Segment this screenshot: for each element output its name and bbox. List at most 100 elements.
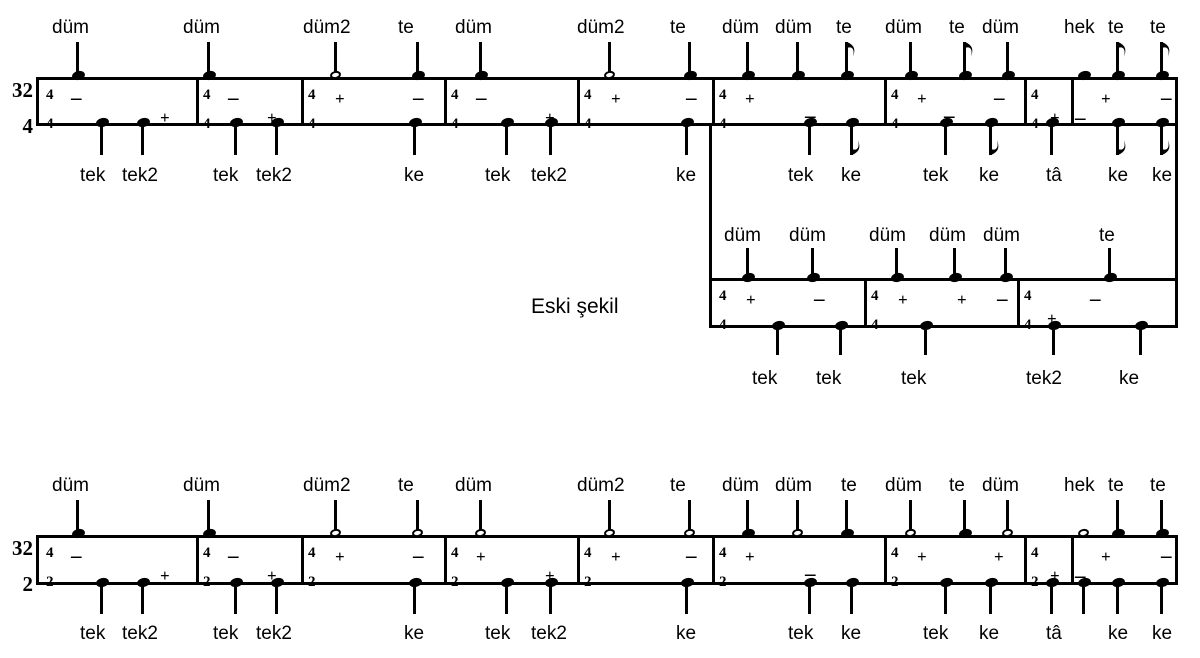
syllable-upper: te [398,475,414,496]
time-signature: 4 4 [203,87,211,132]
syllable-lower: tek [923,165,949,186]
syllable-lower: ke [404,623,425,644]
time-signature: 4 2 [451,545,459,590]
note-head [919,319,934,332]
articulation-minus: – [413,543,424,567]
syllable-lower: tek2 [1026,368,1062,389]
note-stem [845,500,848,533]
note-stem [416,500,419,533]
note-stem [811,248,814,275]
note-stem [413,584,416,614]
time-signature: 4 2 [203,545,211,590]
eighth-flag-icon [1162,42,1174,58]
articulation-minus: – [1090,286,1101,310]
syllable-upper: düm [885,475,922,496]
note-head [984,116,999,129]
time-signature: 4 4 [308,87,316,132]
barline [301,80,304,123]
articulation-plus: + [335,89,345,108]
note-stem [746,248,749,275]
note-stem [845,42,848,75]
note-head [544,116,559,129]
articulation-plus: + [957,290,967,309]
articulation-plus: + [335,547,345,566]
articulation-minus: – [805,103,816,127]
note-head [803,576,818,589]
barline [1071,80,1074,123]
articulation-minus: – [944,103,955,127]
note-stem [895,248,898,275]
note-stem [1006,42,1009,75]
syllable-upper: düm2 [303,17,351,38]
note-head [270,116,285,129]
articulation-plus: + [745,89,755,108]
barline [1024,538,1027,582]
note-head [845,116,860,129]
articulation-plus: + [1101,89,1111,108]
syllable-upper: te [1150,475,1166,496]
articulation-minus: – [71,85,82,109]
note-stem [234,124,237,155]
syllable-upper: düm2 [303,475,351,496]
note-stem [1082,584,1085,614]
note-stem [100,124,103,155]
note-stem [1160,42,1163,75]
eighth-flag-icon [965,42,977,58]
note-stem [413,124,416,155]
barline [196,538,199,582]
note-head [136,116,151,129]
syllable-lower: tek [901,368,927,389]
note-head [544,576,559,589]
syllable-upper: düm [929,225,966,246]
note-head [136,576,151,589]
note-stem [479,500,482,533]
note-head [95,116,110,129]
note-head [1111,576,1126,589]
syllable-upper: te [841,475,857,496]
syllable-upper: düm [789,225,826,246]
time-signature: 4 4 [871,288,879,333]
note-stem [1139,327,1142,355]
articulation-plus: + [1047,309,1057,328]
articulation-minus: – [71,543,82,567]
articulation-minus: – [686,85,697,109]
eighth-flag-icon [847,42,859,58]
articulation-plus: + [160,108,170,127]
syllable-lower: ke [1152,165,1173,186]
syllable-lower: tek [80,165,106,186]
barline [884,80,887,123]
articulation-plus: + [476,547,486,566]
note-head [408,116,423,129]
note-stem [688,42,691,75]
articulation-plus: + [267,108,277,127]
articulation-minus: – [476,85,487,109]
articulation-minus: – [1075,105,1086,129]
note-stem [416,42,419,75]
syllable-upper: düm [775,475,812,496]
note-head [1047,319,1062,332]
note-stem [141,124,144,155]
syllable-upper: düm [183,475,220,496]
note-stem [746,42,749,75]
barline [444,538,447,582]
time-signature: 4 2 [1031,545,1039,590]
note-stem [334,500,337,533]
syllable-lower: tek [788,165,814,186]
syllable-upper: te [949,475,965,496]
syllable-lower: tek [816,368,842,389]
syllable-lower: tek2 [531,165,567,186]
note-head [771,319,786,332]
articulation-minus: – [228,543,239,567]
syllable-lower: tek [923,623,949,644]
note-stem [275,124,278,155]
syllable-upper: düm [982,475,1019,496]
syllable-lower: ke [676,623,697,644]
staff-box-bottom: 4 2 4 2 4 2 4 2 4 2 4 2 4 2 4 2 [36,535,1178,590]
syllable-lower: tek [213,623,239,644]
time-signature: 4 4 [1024,288,1032,333]
articulation-plus: + [745,547,755,566]
note-stem [796,500,799,533]
syllable-lower: tek2 [122,165,158,186]
note-stem [76,500,79,533]
syllable-upper: düm [983,225,1020,246]
